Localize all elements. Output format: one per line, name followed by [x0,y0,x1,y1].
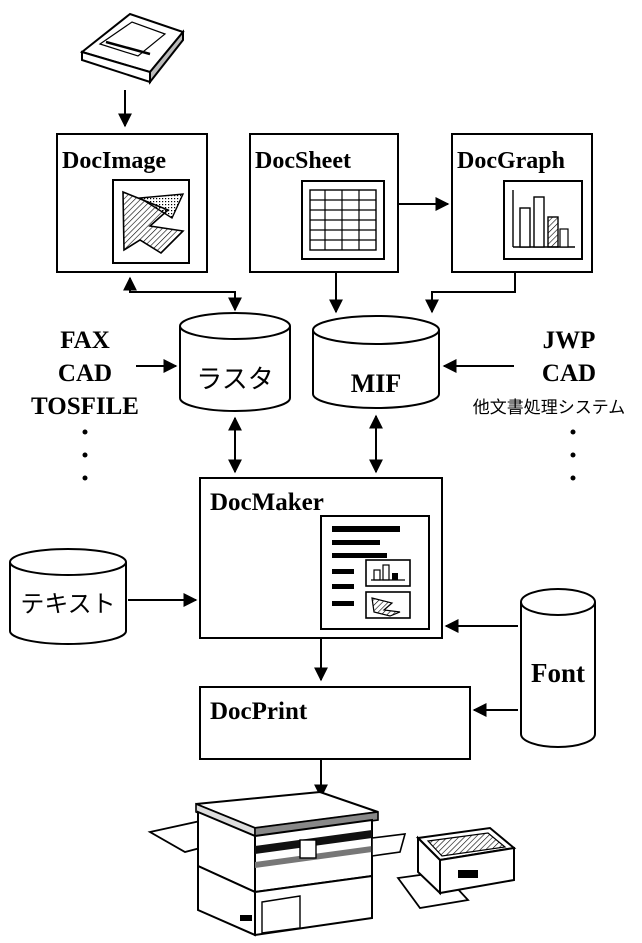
docsheet-box: DocSheet [249,133,399,273]
input-right-cad: CAD [542,360,596,387]
input-left-cad: CAD [58,360,112,387]
raster-store: ラスタ [179,312,291,412]
arrow-docimage-raster [123,276,242,312]
bar-graph-icon [503,180,583,260]
mif-store: MIF [312,315,440,409]
docprint-label: DocPrint [210,698,308,725]
input-left-tosfile: TOSFILE [31,393,139,420]
docprint-box: DocPrint [199,686,471,760]
docgraph-box: DocGraph [451,133,593,273]
spreadsheet-icon [301,180,385,260]
image-thumbnail-icon [112,179,190,264]
laser-printer-icon [396,826,517,909]
input-right-jwp: JWP [543,327,596,354]
docgraph-label: DocGraph [457,148,565,174]
docimage-label: DocImage [62,148,166,174]
docimage-box: DocImage [56,133,208,273]
copier-icon [147,790,407,937]
left-input-list: FAX CAD TOSFILE [31,327,139,481]
mif-label: MIF [351,369,402,398]
scanner-icon [79,12,185,85]
docsheet-label: DocSheet [255,148,351,174]
font-store: Font [520,588,596,748]
input-right-other-systems: 他文書処理システム [473,398,626,418]
right-input-list: JWP CAD 他文書処理システム [473,327,626,481]
docmaker-box: DocMaker [199,477,443,639]
raster-label: ラスタ [196,365,273,395]
text-store: テキスト [9,548,127,645]
arrow-docgraph-mif [425,272,516,314]
input-left-fax: FAX [60,327,110,354]
text-label: テキスト [20,590,115,618]
font-label: Font [531,658,585,688]
docmaker-label: DocMaker [210,489,324,516]
document-layout-icon [320,515,430,630]
